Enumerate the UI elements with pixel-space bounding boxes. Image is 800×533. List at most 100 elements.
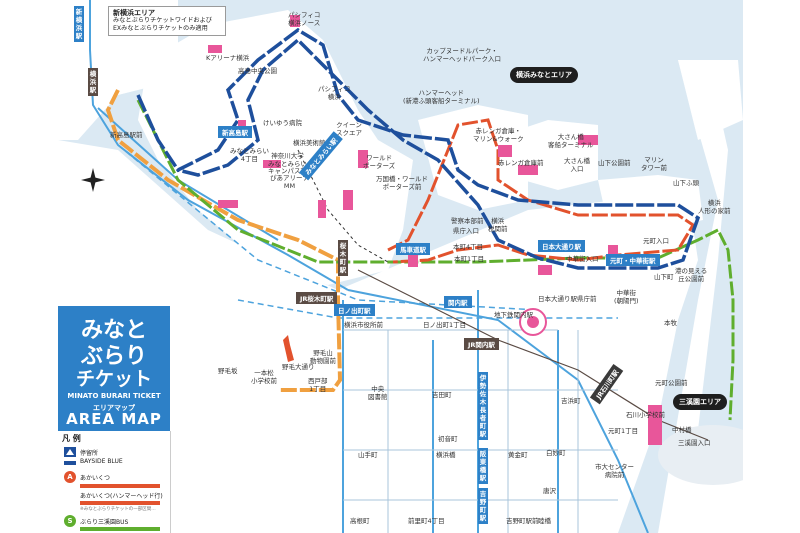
place-label: 万国橋・ワールド ポーターズ前	[376, 175, 428, 191]
station-bashamichi[interactable]: 馬車道駅	[396, 243, 430, 255]
legend-line-red	[80, 484, 160, 488]
area-label-minato: 横浜みなとエリア	[510, 67, 578, 83]
giraffe-icon	[283, 335, 294, 362]
place-label: 一本松 小学校前	[251, 369, 277, 385]
place-label: 本町1丁目	[454, 255, 485, 263]
place-label: 地下鉄関内駅	[494, 311, 533, 319]
land-kannai	[58, 140, 698, 533]
place-label: 元町入口	[643, 237, 669, 245]
legend-line-red-2	[80, 501, 160, 505]
station-isezakichojamachi[interactable]: 伊勢佐木長者町駅	[478, 372, 488, 440]
wide-ticket-callout: 新横浜エリア みなとぶらりチケットワイドおよび EXみなとぶらりチケットのみ適用	[108, 6, 226, 36]
title-line-1: みなと	[80, 318, 147, 343]
legend-label: ぶらり三溪園BUS	[80, 519, 129, 526]
callout-text: みなとぶらりチケットワイドおよび EXみなとぶらりチケットのみ適用	[113, 17, 212, 32]
place-label: 元町1丁目	[608, 427, 639, 435]
place-label: 三溪園入口	[678, 439, 711, 447]
callout-title: 新横浜エリア	[113, 9, 155, 17]
place-label: 唐沢	[543, 487, 556, 495]
place-label: 野毛山 動物園前	[310, 349, 336, 365]
place-label: 黄金町	[508, 451, 528, 459]
icon-a: A	[64, 471, 76, 483]
map-canvas	[58, 0, 743, 533]
legend-label: あかいくつ(ハンマーヘッド行)	[80, 493, 163, 500]
station-kannai[interactable]: 関内駅	[444, 296, 472, 308]
legend-label: BAYSIDE BLUE	[80, 458, 123, 465]
place-label: 白妙町	[546, 449, 566, 457]
title-panel: みなと ぶらり チケット MINATO BURARI TICKET エリアマップ…	[58, 306, 170, 431]
legend: 凡 例 停留所 BAYSIDE BLUE A あかいくつ あかいくつ(ハンマーヘ…	[58, 431, 171, 533]
station-bandobashi[interactable]: 阪東橋駅	[478, 448, 488, 484]
station-jr-sakuragicho[interactable]: JR桜木町駅	[296, 292, 338, 304]
place-label: 吉田町	[432, 391, 452, 399]
place-label: 横浜 税関前	[488, 217, 508, 233]
place-label: けいゆう病院	[263, 119, 302, 127]
legend-line-blue	[64, 461, 76, 465]
place-label: ぴあアリーナ MM	[270, 174, 309, 190]
title-sub: エリアマップ	[93, 404, 135, 412]
station-yoshinocho[interactable]: 吉野町駅	[478, 488, 488, 524]
land-pier	[518, 120, 598, 190]
bus-stop-icon	[64, 447, 76, 457]
place-label: 赤レンガ倉庫前	[498, 159, 544, 167]
place-label: 中華街入口	[566, 255, 599, 263]
place-label: 山下公園前	[598, 159, 631, 167]
place-label: 本町4丁目	[453, 243, 484, 251]
route-blue	[136, 27, 701, 270]
land-hakkeijima	[678, 60, 743, 140]
title-area-map: AREA MAP	[66, 410, 162, 428]
station-nihon-odori[interactable]: 日本大通り駅	[538, 240, 585, 252]
place-label: 睦橋	[538, 517, 551, 525]
route-red	[387, 118, 696, 264]
place-label: 大さん橋 客船ターミナル	[548, 133, 594, 149]
station-jr-kannai[interactable]: JR関内駅	[464, 338, 499, 350]
place-label: 神奈川大学 みなとみらい キャンパス前	[268, 152, 307, 175]
place-label: 山下ふ頭	[673, 179, 699, 187]
compass-icon	[81, 168, 105, 192]
place-label: 中華街 (朝陽門)	[614, 289, 639, 305]
place-label: ワールド ポーターズ	[363, 154, 396, 170]
station-shin-yokohama[interactable]: 新横浜駅	[74, 6, 84, 42]
place-label: パシフィコ 横浜	[318, 85, 351, 101]
station-motomachi-chukagai[interactable]: 元町・中華街駅	[606, 254, 660, 266]
area-map[interactable]: パシフィコ 横浜ノース Kアリーナ横浜 高島中央公園 カップヌードルパーク・ ハ…	[58, 0, 743, 533]
place-label: クイーン スクエア	[336, 121, 362, 137]
place-label: 日ノ出町1丁目	[423, 321, 467, 329]
station-hinodecho[interactable]: 日ノ出町駅	[334, 304, 375, 316]
place-label: 警察本部前	[451, 217, 484, 225]
place-label: 日本大通り駅県庁前	[538, 295, 597, 303]
place-label: 横浜橋	[436, 451, 456, 459]
place-label: 元町公園前	[655, 379, 688, 387]
route-orange	[105, 89, 343, 392]
place-label: 本牧	[664, 319, 677, 327]
station-shin-takashima[interactable]: 新高島駅	[218, 126, 252, 138]
legend-label: 停留所	[80, 450, 99, 457]
legend-title: 凡 例	[62, 434, 81, 443]
land-east	[658, 60, 743, 533]
route-dashed	[297, 149, 389, 263]
place-label: 赤レンガ倉庫・ マリン&ウォーク	[473, 127, 524, 143]
place-label: 大さん橋 入口	[564, 157, 590, 173]
place-label: 横浜 人形の家前	[698, 199, 731, 215]
legend-label: ※みなとぶらりチケットの一部区間…	[80, 507, 156, 512]
place-label: 横浜美術館	[293, 139, 326, 147]
station-yokohama[interactable]: 横浜駅	[88, 68, 98, 96]
place-label: 中村橋	[672, 426, 692, 434]
place-label: 吉野町駅前	[506, 517, 539, 525]
place-label: 西戸部 1丁目	[308, 377, 328, 393]
place-label: 新高島駅前	[110, 131, 143, 139]
station-sakuragicho[interactable]: 桜木町駅	[338, 240, 348, 276]
place-label: マリン タワー前	[641, 156, 667, 172]
title-roman: MINATO BURARI TICKET	[67, 392, 161, 400]
place-label: 野毛大通り	[282, 363, 315, 371]
legend-label: あかいくつ	[80, 475, 111, 482]
place-label: 高島中央公園	[238, 67, 277, 75]
place-label: 山下町	[654, 273, 674, 281]
land-mm21	[138, 10, 413, 285]
place-label: 港の見える 丘公園前	[675, 267, 708, 283]
icon-s: S	[64, 515, 76, 527]
place-label: みなとみらい 4丁目	[230, 147, 269, 163]
route-brown	[357, 269, 709, 441]
place-label: ハンマーヘッド (新港ふ頭客船ターミナル)	[403, 89, 480, 105]
